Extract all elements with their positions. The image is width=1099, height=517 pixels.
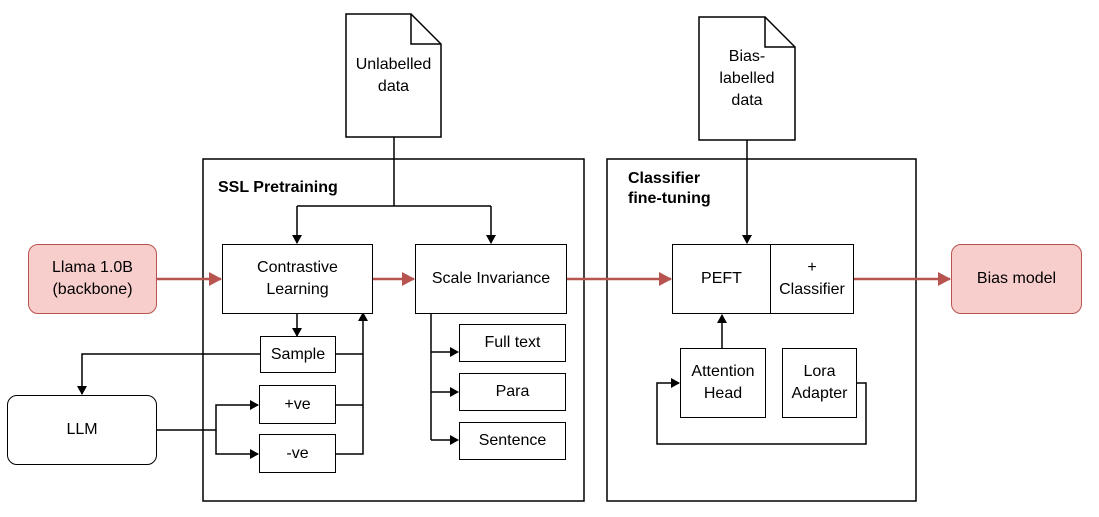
connector-to-contrastive-learning [297,205,491,243]
unlabelled-data-document-fold [410,14,441,45]
peft-node: PEFT [672,244,771,314]
connector-lora-loop-to-attention [656,378,867,445]
scale-invariance-node: Scale Invariance [415,244,567,314]
connector-llm-to-positive [157,400,259,431]
llm-node: LLM [7,395,157,465]
bias-labelled-data-label: Bias- labelled data [719,48,775,109]
positive-sample-node: +ve [259,385,336,424]
classifier-finetuning-title: Classifier fine-tuning [628,170,711,207]
connector-scale-to-full-text [430,313,458,440]
ssl-pretraining-title: SSL Pretraining [218,179,338,196]
attention-head-node: Attention Head [680,348,766,418]
classifier-finetuning-group [606,158,917,502]
backbone-node: Llama 1.0B (backbone) [28,244,157,314]
para-node: Para [459,373,566,411]
connector-sample-to-llm [77,353,261,395]
sample-node: Sample [260,336,336,373]
sentence-node: Sentence [459,422,566,460]
bias-model-node: Bias model [951,244,1082,314]
negative-sample-node: -ve [259,434,336,473]
bias-labelled-data-document-fold [764,17,795,48]
connector-llm-to-negative [215,430,259,459]
unlabelled-data-label: Unlabelled data [355,56,432,95]
connector-samples-to-contrastive [336,313,363,455]
contrastive-learning-node: Contrastive Learning [222,244,373,314]
full-text-node: Full text [459,324,566,362]
lora-adapter-node: Lora Adapter [782,348,857,418]
classifier-node: + Classifier [770,244,854,314]
